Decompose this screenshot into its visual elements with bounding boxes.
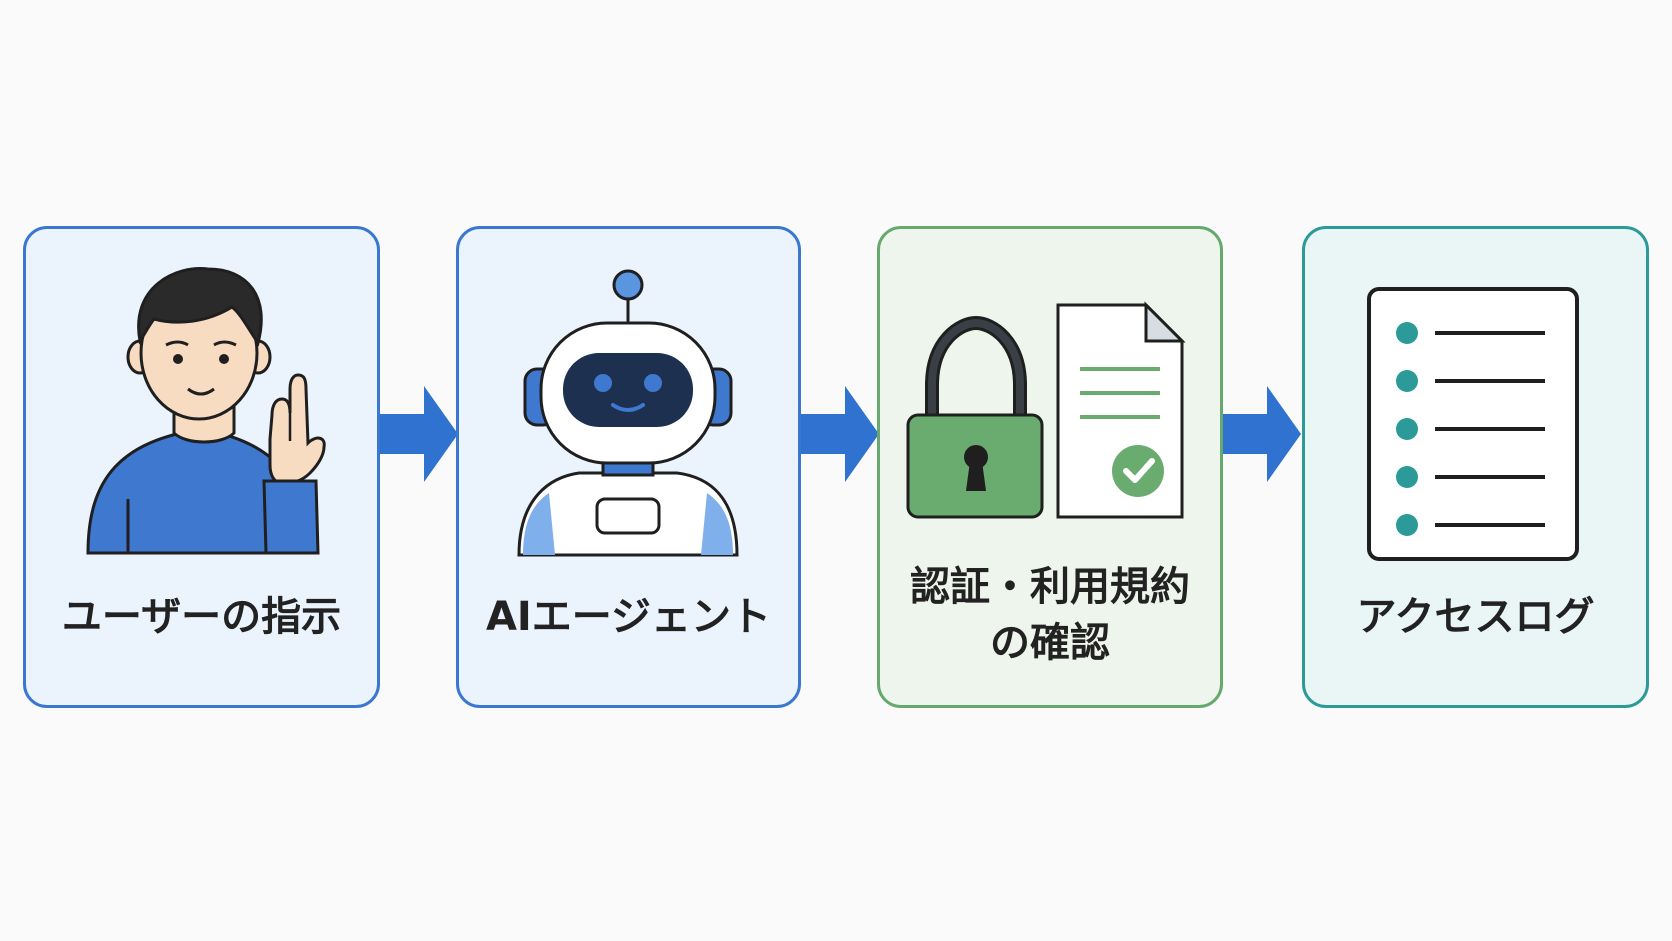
log-list-icon <box>1367 287 1579 561</box>
step-label-access-log: アクセスログ <box>1356 594 1595 640</box>
step-label-ai-agent: AIエージェント <box>485 594 772 640</box>
step-label-user-instruction: ユーザーの指示 <box>61 594 342 640</box>
step-card-user-instruction: ユーザーの指示 <box>23 226 380 708</box>
step-label-auth-terms-line-2: の確認 <box>990 620 1110 666</box>
person-pointing-up-icon <box>86 267 326 555</box>
lock-and-document-check-icon <box>906 301 1186 519</box>
robot-icon <box>517 269 739 557</box>
step-card-auth-terms: 認証・利用規約 の確認 <box>877 226 1223 708</box>
step-card-ai-agent: AIエージェント <box>456 226 801 708</box>
arrow-right-icon <box>380 386 458 482</box>
step-label-auth-terms-line-1: 認証・利用規約 <box>910 564 1190 610</box>
step-card-access-log: アクセスログ <box>1302 226 1649 708</box>
arrow-right-icon <box>801 386 879 482</box>
arrow-right-icon <box>1223 386 1301 482</box>
step-label-auth-terms: 認証・利用規約 の確認 <box>880 559 1220 671</box>
